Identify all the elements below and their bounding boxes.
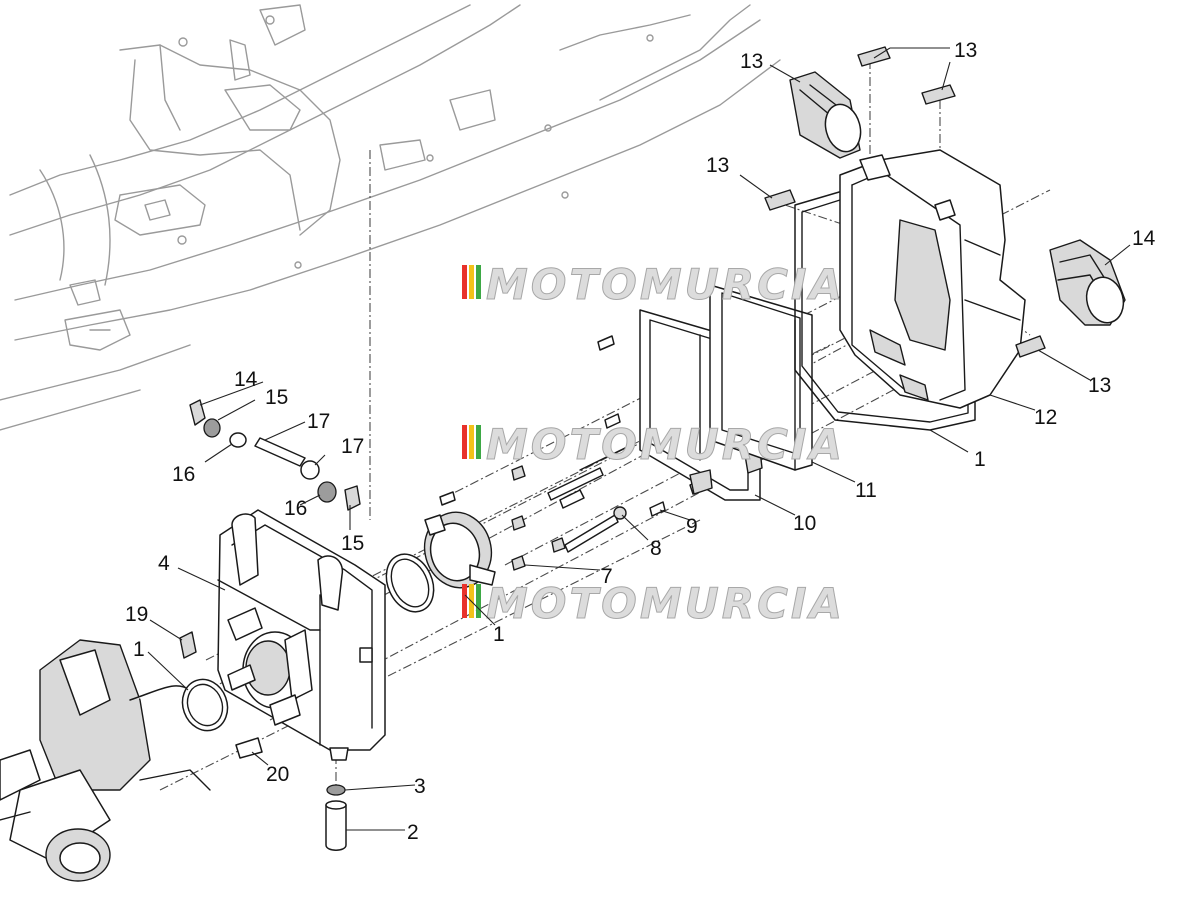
part-11-filter-element: [709, 284, 813, 471]
callout-20: 20: [266, 763, 289, 786]
watermark-stripe-green: [476, 584, 481, 618]
callout-14: 14: [1132, 227, 1156, 250]
leader-lines: [147, 47, 1131, 831]
callout-19: 19: [125, 603, 148, 626]
callout-1: 1: [974, 448, 986, 471]
watermark-stripe-green: [476, 265, 481, 299]
callout-7: 7: [601, 565, 613, 588]
small-parts-lower: [179, 631, 347, 851]
callout-15: 14: [234, 368, 258, 391]
watermark-text: MOTOMURCIA: [486, 260, 845, 309]
o-rings: [181, 553, 435, 732]
watermark-stripe-red: [462, 265, 467, 299]
callout-2: 2: [407, 821, 419, 844]
callout-10: 10: [793, 512, 816, 535]
part-12-airbox-base: [839, 149, 1026, 409]
part-4-airbox-cover: [217, 509, 386, 761]
callout-12: 12: [1034, 406, 1057, 429]
chassis-frame: [0, 4, 781, 431]
callout-11: 11: [855, 479, 877, 502]
watermark-upper: MOTOMURCIA: [462, 260, 845, 310]
callout-labels: 13 13 13 14 13 12 1 11 10 9 8 7 1 3 2 20…: [125, 39, 1156, 844]
callout-1: 1: [493, 623, 505, 646]
throttle-body: [0, 639, 211, 882]
callout-1: 1: [133, 638, 145, 661]
part-13-clips: [764, 46, 1046, 358]
callout-17: 17: [341, 435, 364, 458]
callout-15: 15: [341, 532, 364, 555]
watermark-stripe-yellow: [469, 425, 474, 459]
callout-8: 8: [650, 537, 662, 560]
watermark-middle: MOTOMURCIA: [462, 420, 845, 470]
part-14-bellows: [789, 71, 1126, 326]
watermark-stripe-green: [476, 425, 481, 459]
watermark-stripe-red: [462, 584, 467, 618]
callout-13: 13: [1088, 374, 1111, 397]
watermark-lower: MOTOMURCIA: [462, 579, 845, 629]
watermark-text: MOTOMURCIA: [486, 420, 845, 469]
callout-16: 16: [284, 497, 307, 520]
screws: [439, 335, 709, 571]
small-fasteners-upper: [189, 399, 361, 511]
callout-17: 16: [172, 463, 195, 486]
callout-13: 13: [706, 154, 729, 177]
watermark-stripe-yellow: [469, 265, 474, 299]
callout-13: 13: [954, 39, 977, 62]
callout-18: 17: [307, 410, 330, 433]
watermark-text: MOTOMURCIA: [486, 579, 845, 628]
callout-4: 4: [158, 552, 170, 575]
callout-3: 3: [414, 775, 426, 798]
callout-16: 15: [265, 386, 288, 409]
callout-14: 13: [740, 50, 763, 73]
watermark-stripe-red: [462, 425, 467, 459]
callout-9: 9: [686, 515, 698, 538]
flange-adapter: [423, 511, 496, 589]
